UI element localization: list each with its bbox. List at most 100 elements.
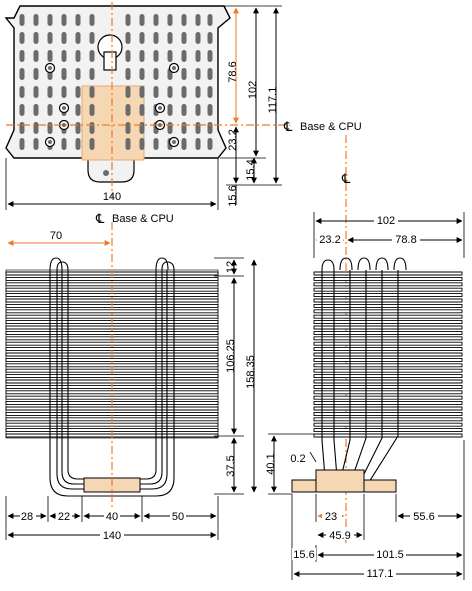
- side-fin: [313, 287, 463, 292]
- plate-slot: [19, 86, 25, 98]
- plate-slot: [75, 68, 81, 80]
- side-fin: [313, 293, 463, 298]
- dim-117-1-side: 117.1: [367, 568, 394, 580]
- side-fin: [313, 379, 463, 384]
- plate-slot: [181, 32, 187, 44]
- plate-slot: [19, 68, 25, 80]
- plate-slot: [167, 122, 173, 134]
- plate-slot: [167, 86, 173, 98]
- plate-slot: [181, 122, 187, 134]
- plate-slot: [89, 138, 95, 150]
- front-fin: [5, 282, 219, 287]
- plate-slot: [61, 50, 67, 62]
- plate-slot: [33, 50, 39, 62]
- plate-slot: [125, 32, 131, 44]
- dim-23: 23: [325, 511, 337, 523]
- plate-slot: [153, 14, 159, 26]
- plate-slot: [125, 86, 131, 98]
- plate-slot: [47, 122, 53, 134]
- plate-slot: [61, 32, 67, 44]
- plate-slot: [207, 104, 213, 116]
- plate-slot: [125, 14, 131, 26]
- dim-55-6: 55.6: [413, 511, 434, 523]
- dim-50: 50: [172, 511, 184, 523]
- plate-slot: [207, 32, 213, 44]
- plate-slot: [139, 32, 145, 44]
- plate-slot: [47, 50, 53, 62]
- plate-slots: [19, 14, 213, 150]
- front-fin: [5, 309, 219, 314]
- plate-slot: [47, 32, 53, 44]
- dim-37-5: 37.5: [225, 455, 237, 476]
- front-fin: [5, 341, 219, 346]
- side-fin: [313, 347, 463, 352]
- plate-slot: [19, 122, 25, 134]
- plate-slot: [139, 122, 145, 134]
- dim-23-2-side: 23.2: [319, 234, 340, 246]
- side-fin: [313, 433, 463, 438]
- plate-slot: [167, 50, 173, 62]
- side-fin-stack: [313, 271, 463, 438]
- dim-45-9: 45.9: [329, 530, 350, 542]
- top-centerline-label: Base & CPU: [300, 121, 362, 133]
- plate-slot: [33, 14, 39, 26]
- plate-slot: [153, 138, 159, 150]
- plate-slot: [33, 86, 39, 98]
- plate-slot: [19, 14, 25, 26]
- dim-22: 22: [58, 511, 70, 523]
- side-fin: [313, 368, 463, 373]
- plate-slot: [139, 68, 145, 80]
- plate-slot: [167, 14, 173, 26]
- side-view: 102 23.2 78.8 40.1 0.2: [265, 135, 465, 580]
- side-fin: [313, 325, 463, 330]
- plate-slot: [195, 104, 201, 116]
- front-fin: [5, 298, 219, 303]
- mounting-hole-center: [172, 66, 176, 70]
- side-fin: [313, 309, 463, 314]
- plate-slot: [75, 14, 81, 26]
- dim-101-5: 101.5: [376, 549, 404, 561]
- side-fin: [313, 276, 463, 281]
- plate-slot: [195, 122, 201, 134]
- mounting-hole-center: [172, 140, 176, 144]
- side-fin: [313, 352, 463, 357]
- dim-23-2-top: 23.2: [227, 129, 239, 150]
- side-fin: [313, 384, 463, 389]
- dim-40: 40: [106, 511, 118, 523]
- plate-slot: [89, 68, 95, 80]
- mounting-hole-center: [48, 140, 52, 144]
- dim-106-25: 106.25: [225, 339, 237, 373]
- front-fin: [5, 330, 219, 335]
- plate-slot: [19, 32, 25, 44]
- dim-70: 70: [50, 230, 62, 242]
- dim-28: 28: [21, 511, 33, 523]
- plate-slot: [125, 138, 131, 150]
- side-fin: [313, 357, 463, 362]
- plate-slot: [75, 86, 81, 98]
- side-fin: [313, 390, 463, 395]
- dim-78-6: 78.6: [227, 61, 239, 82]
- side-fin: [313, 341, 463, 346]
- plate-slot: [195, 86, 201, 98]
- side-fin: [313, 417, 463, 422]
- plate-slot: [195, 50, 201, 62]
- plate-slot: [153, 68, 159, 80]
- plate-slot: [139, 86, 145, 98]
- side-fin: [313, 320, 463, 325]
- dim-117-1-top: 117.1: [267, 87, 279, 114]
- mounting-hole-center: [62, 106, 66, 110]
- plate-slot: [33, 122, 39, 134]
- plate-slot: [207, 138, 213, 150]
- side-fin: [313, 395, 463, 400]
- plate-slot: [125, 50, 131, 62]
- plate-slot: [195, 138, 201, 150]
- side-fin: [313, 314, 463, 319]
- plate-slot: [47, 104, 53, 116]
- plate-slot: [89, 104, 95, 116]
- plate-slot: [19, 50, 25, 62]
- plate-slot: [47, 14, 53, 26]
- top-view: 78.6 102 117.1 23.2 15.4 15.6 ℄ Base & C…: [4, 2, 362, 210]
- plate-slot: [75, 138, 81, 150]
- front-fin-stack: [5, 269, 219, 439]
